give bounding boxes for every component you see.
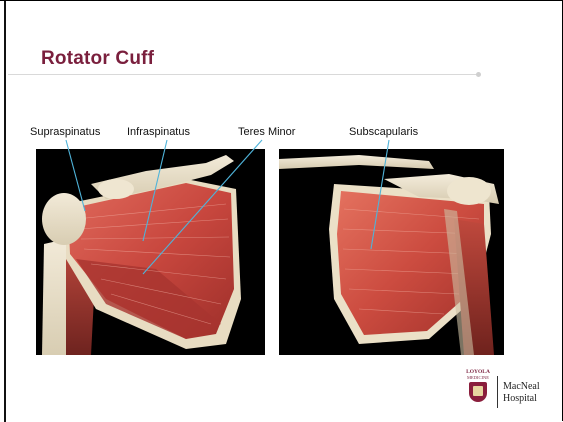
label-teres-minor: Teres Minor bbox=[238, 126, 295, 138]
crest-line-2: MEDICINE bbox=[465, 376, 491, 381]
hospital-name-line-2: Hospital bbox=[503, 394, 537, 404]
posterior-shoulder-illustration bbox=[36, 149, 265, 355]
posterior-shoulder-image bbox=[36, 149, 265, 355]
logo-divider bbox=[497, 376, 498, 408]
title-divider bbox=[8, 74, 478, 75]
label-infraspinatus: Infraspinatus bbox=[127, 126, 190, 138]
loyola-crest-logo: LOYOLA MEDICINE bbox=[465, 370, 491, 414]
slide-title: Rotator Cuff bbox=[41, 48, 154, 70]
hospital-name-line-1: MacNeal bbox=[503, 382, 540, 392]
shield-icon bbox=[469, 382, 487, 402]
title-divider-dot bbox=[476, 72, 481, 77]
anterior-shoulder-illustration bbox=[279, 149, 504, 355]
label-supraspinatus: Supraspinatus bbox=[30, 126, 100, 138]
loyola-macneal-logo: LOYOLA MEDICINE MacNeal Hospital bbox=[465, 370, 555, 414]
slide-left-border bbox=[4, 1, 6, 422]
label-subscapularis: Subscapularis bbox=[349, 126, 418, 138]
anterior-shoulder-image bbox=[279, 149, 504, 355]
